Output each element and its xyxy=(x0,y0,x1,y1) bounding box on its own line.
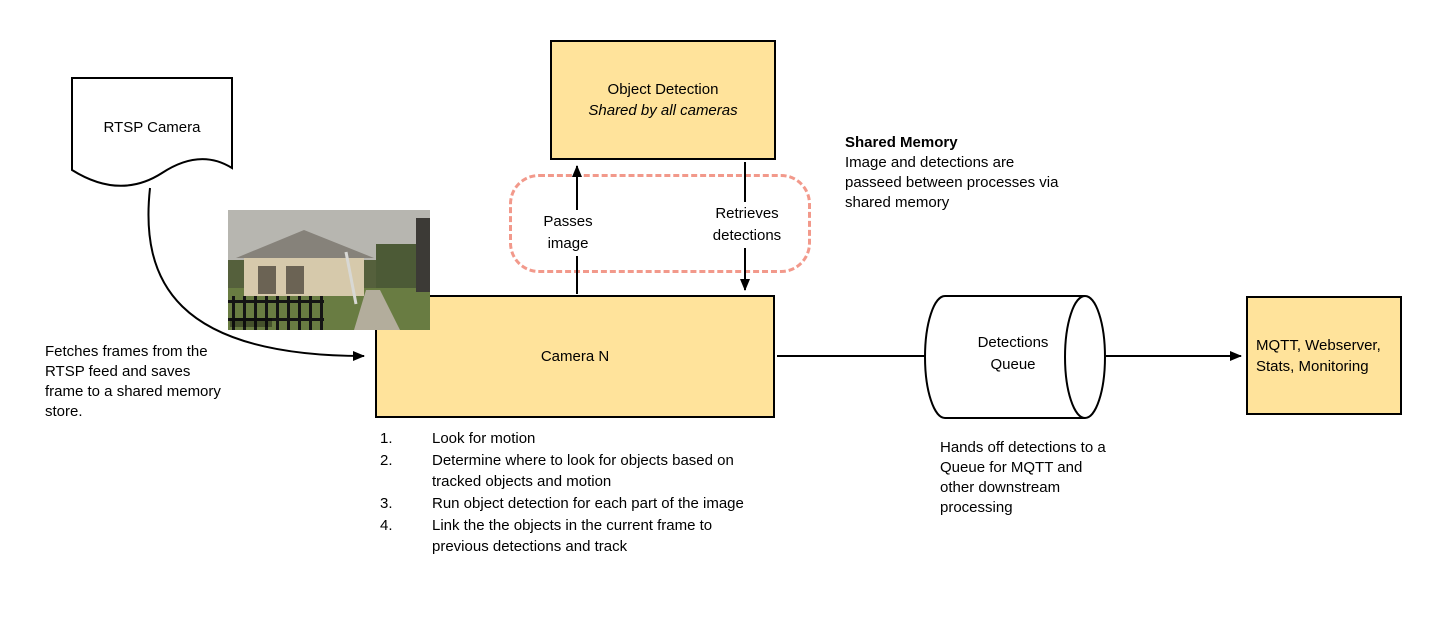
passes-image-label: Passes image xyxy=(534,210,602,256)
shared-memory-zone xyxy=(509,174,811,273)
object-detection-subtitle: Shared by all cameras xyxy=(588,102,738,119)
queue-handoff-note: Hands off detections to a Queue for MQTT… xyxy=(940,439,1106,516)
object-detection-node: Object Detection Shared by all cameras xyxy=(550,40,776,160)
shared-memory-title: Shared Memory xyxy=(845,134,958,151)
rtsp-camera-label: RTSP Camera xyxy=(103,119,201,136)
retrieves-detections-label: Retrieves detections xyxy=(700,202,794,248)
detections-queue-cap xyxy=(1064,295,1086,419)
list-item: 4. Link the the objects in the current f… xyxy=(380,515,810,557)
step-number: 4. xyxy=(380,517,393,534)
arrow-rtsp-to-camera xyxy=(147,187,365,361)
camera-n-label: Camera N xyxy=(540,348,610,365)
step-text: Link the the objects in the current fram… xyxy=(432,517,713,555)
camera-n-node: Camera N xyxy=(375,295,775,418)
step-text: Run object detection for each part of th… xyxy=(432,495,744,512)
step-text: Look for motion xyxy=(432,430,536,447)
fetch-frames-note: Fetches frames from the RTSP feed and sa… xyxy=(45,343,221,420)
detections-queue-label: Detections Queue xyxy=(977,334,1049,373)
list-item: 1. Look for motion xyxy=(380,428,810,449)
step-number: 2. xyxy=(380,452,393,469)
camera-snapshot-image xyxy=(228,210,430,330)
shared-memory-body: Image and detections are passeed between… xyxy=(845,154,1059,211)
step-number: 3. xyxy=(380,495,393,512)
outputs-label: MQTT, Webserver, Stats, Monitoring xyxy=(1256,336,1381,375)
camera-steps-list: 1. Look for motion 2. Determine where to… xyxy=(380,428,810,558)
shared-memory-note: Shared Memory Image and detections are p… xyxy=(845,133,1060,213)
step-number: 1. xyxy=(380,430,393,447)
rtsp-camera-shape xyxy=(71,77,233,187)
list-item: 2. Determine where to look for objects b… xyxy=(380,450,810,492)
outputs-node: MQTT, Webserver, Stats, Monitoring xyxy=(1246,296,1402,415)
object-detection-title: Object Detection xyxy=(607,81,719,98)
list-item: 3. Run object detection for each part of… xyxy=(380,493,810,514)
step-text: Determine where to look for objects base… xyxy=(432,452,734,490)
